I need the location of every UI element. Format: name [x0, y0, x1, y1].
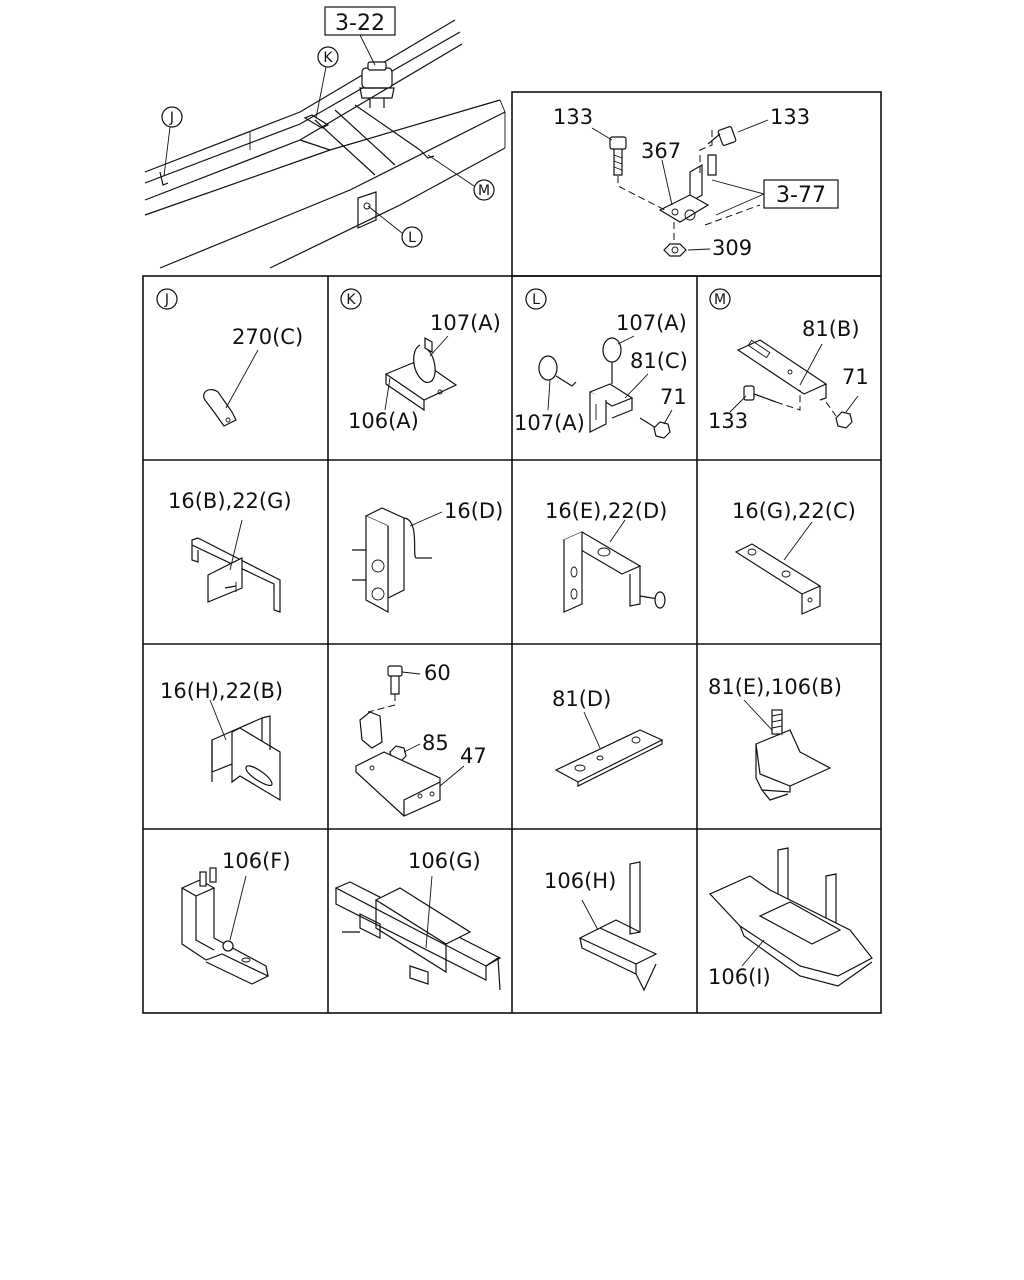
label-nut-309: 309: [712, 236, 752, 260]
nut-icon: [653, 421, 671, 439]
nut-icon: [835, 411, 853, 429]
bolt-icon: [387, 665, 403, 695]
cell-letter-l: L: [532, 292, 540, 308]
label-71: 71: [660, 385, 687, 409]
callout-m: M: [478, 183, 490, 199]
cell-106g: 106(G): [334, 849, 502, 991]
cell-106f: 106(F): [180, 849, 291, 985]
clip-270c-icon: [203, 388, 237, 427]
cell-106i: 106(I): [708, 847, 873, 989]
cell-letter-k: K: [346, 292, 356, 308]
cell-16b-22g: 16(B),22(G): [168, 489, 292, 613]
bracket-81b-icon: [736, 339, 828, 401]
label-106i: 106(I): [708, 965, 771, 989]
bracket-367-icon: [658, 163, 710, 223]
label-81b: 81(B): [802, 317, 860, 341]
cell-16d: 16(D): [352, 499, 503, 614]
label-m-133: 133: [708, 409, 748, 433]
clamp-107a-icon: [538, 337, 622, 387]
label-81c: 81(C): [630, 349, 688, 373]
cell-l: L 107(A) 81(C) 107(A) 71: [514, 288, 688, 439]
bracket-106a-icon: [384, 336, 458, 412]
cell-16e-22d: 16(E),22(D): [545, 499, 667, 613]
bolt-icon: [743, 385, 777, 403]
callout-j: J: [169, 110, 174, 126]
label-l-107a-left: 107(A): [514, 411, 585, 435]
cell-j: J 270(C): [156, 288, 303, 427]
label-106f: 106(F): [222, 849, 291, 873]
label-16d: 16(D): [444, 499, 503, 523]
ref-box-3-22: 3-22: [335, 11, 385, 36]
detail-assembly: 133 133 367 309 3-: [511, 91, 882, 277]
bolt-icon: [707, 126, 737, 146]
frame-component-icon: [359, 61, 395, 108]
bolt-icon: [609, 136, 627, 176]
cell-81e-106b: 81(E),106(B): [708, 675, 842, 801]
nut-icon: [663, 243, 687, 257]
chassis-overview: 3-22 J K M L: [144, 6, 506, 269]
label-bolt-133-right: 133: [770, 105, 810, 129]
label-85: 85: [422, 731, 449, 755]
cell-106h: 106(H): [544, 861, 658, 992]
label-106g: 106(G): [408, 849, 481, 873]
label-47: 47: [460, 744, 487, 768]
cell-m: M 81(B) 71 133: [708, 288, 869, 433]
label-bolt-133-left: 133: [553, 105, 593, 129]
cell-16g-22c: 16(G),22(C): [732, 499, 856, 615]
label-106h: 106(H): [544, 869, 616, 893]
label-16h-22b: 16(H),22(B): [160, 679, 283, 703]
label-m-71: 71: [842, 365, 869, 389]
callout-l: L: [408, 230, 416, 246]
label-81d: 81(D): [552, 687, 611, 711]
label-106a: 106(A): [348, 409, 419, 433]
bracket-81c-icon: [588, 383, 657, 433]
parts-grid: [142, 275, 882, 1014]
label-16e-22d: 16(E),22(D): [545, 499, 667, 523]
label-60: 60: [424, 661, 451, 685]
label-107a: 107(A): [430, 311, 501, 335]
ref-box-3-77: 3-77: [776, 183, 826, 208]
label-bracket-367: 367: [641, 139, 681, 163]
label-l-107a-top: 107(A): [616, 311, 687, 335]
label-16b-22g: 16(B),22(G): [168, 489, 292, 513]
cell-letter-m: M: [714, 292, 726, 308]
cell-k: K 107(A) 106(A): [340, 288, 501, 433]
cell-16h-22b: 16(H),22(B): [160, 679, 283, 802]
callout-k: K: [323, 50, 333, 66]
label-16g-22c: 16(G),22(C): [732, 499, 856, 523]
label-270c: 270(C): [232, 325, 303, 349]
cell-letter-j: J: [164, 292, 169, 308]
cell-60-85-47: 60 85 47: [355, 661, 487, 817]
label-81e-106b: 81(E),106(B): [708, 675, 842, 699]
cell-81d: 81(D): [552, 687, 664, 787]
